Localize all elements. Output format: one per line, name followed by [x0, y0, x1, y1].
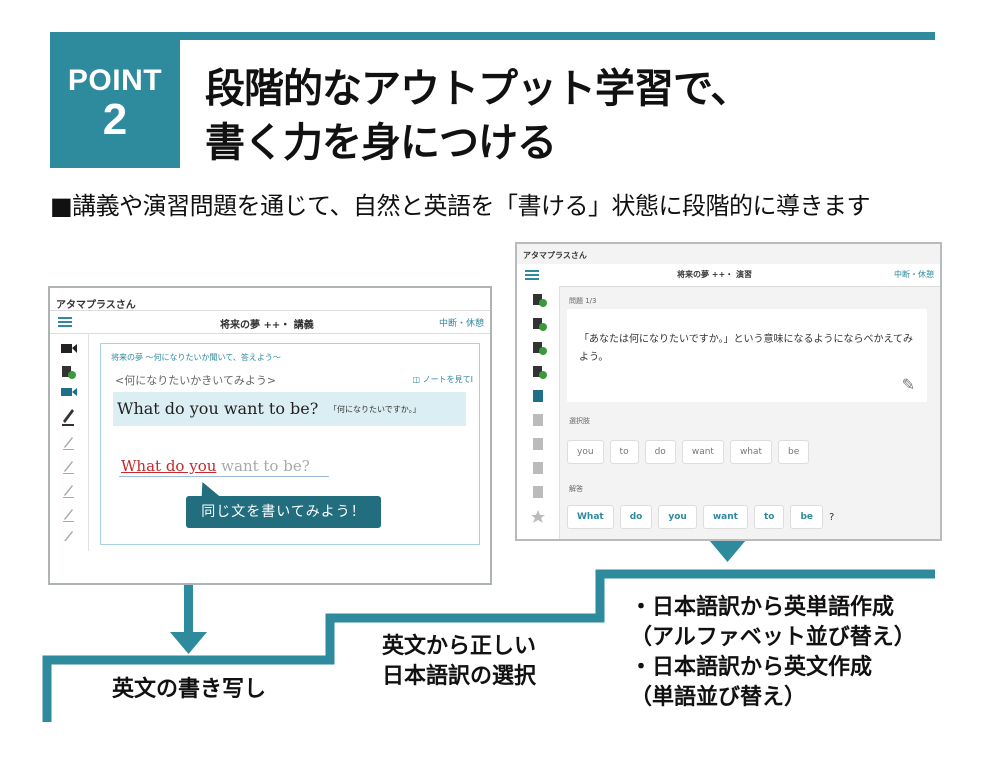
answer-chip[interactable]: to: [753, 505, 785, 529]
menu-icon[interactable]: [525, 270, 539, 280]
doc-check-icon: [62, 366, 71, 377]
step3-line-2: （アルファベット並び替え）: [630, 625, 916, 650]
answer-chip[interactable]: do: [619, 505, 653, 529]
video-active-icon: [61, 388, 72, 396]
choice-chip[interactable]: to: [609, 440, 639, 464]
step2-line-1: 英文から正しい: [382, 634, 537, 659]
side-toolbar: [50, 333, 89, 551]
video-icon: [61, 344, 72, 353]
point-number: 2: [102, 95, 128, 144]
prompt-text: <何になりたいかきいてみよう>: [115, 374, 277, 387]
arrow-head: [170, 632, 207, 654]
step2-line-2: 日本語訳の選択: [382, 664, 537, 689]
answer-chip[interactable]: What: [567, 505, 614, 529]
doc-check-icon: [533, 294, 542, 305]
down-arrow-left: [170, 578, 207, 654]
menu-icon[interactable]: [58, 317, 72, 327]
notes-button[interactable]: ◫ ノートを見てI: [412, 375, 473, 384]
stair-line: [42, 569, 935, 722]
edit-icon[interactable]: ✎: [901, 375, 915, 394]
user-name: アタマプラスさん: [56, 300, 136, 311]
choice-chip[interactable]: do: [644, 440, 676, 464]
choice-chips: you to do want what be: [567, 440, 810, 464]
arrow-head: [709, 540, 746, 562]
lecture-panel: 将来の夢 〜何になりたいか聞いて、答えよう〜 <何になりたいかきいてみよう> ◫…: [100, 343, 480, 545]
step1-label: 英文の書き写し: [112, 677, 267, 702]
answer-chip[interactable]: be: [790, 505, 823, 529]
point-word: POINT: [67, 64, 163, 97]
question-card: 「あなたは何になりたいですか。」という意味になるようにならべかえてみよう。 ✎: [567, 309, 927, 402]
question-label: 問題 1/3: [569, 297, 597, 305]
pencil-icon: [63, 409, 74, 423]
writing-line: [119, 476, 329, 477]
pause-link[interactable]: 中断・休憩: [894, 270, 934, 279]
side-icons: [61, 344, 77, 541]
answer-end-mark: ?: [828, 511, 835, 523]
page-title: 段階的なアウトプット学習で、 書く力を身につける: [205, 62, 750, 170]
point-badge: POINT 2: [50, 32, 180, 168]
answer-chip[interactable]: you: [658, 505, 697, 529]
model-sentence-box: What do you want to be? 「何になりたいですか。」: [113, 392, 466, 426]
choice-chip[interactable]: be: [778, 440, 810, 464]
pencil-icon-dim: [64, 437, 73, 448]
page-subtitle: ■講義や演習問題を通じて、自然と英語を「書ける」状態に段階的に導きます: [50, 192, 870, 220]
guide-text: want to be?: [216, 457, 310, 475]
doc-icon: [533, 414, 543, 426]
side-icons: [531, 294, 547, 523]
step2-label: 英文から正しい 日本語訳の選択: [382, 632, 536, 692]
choice-chip[interactable]: you: [567, 440, 604, 464]
user-name: アタマプラスさん: [523, 251, 587, 260]
english-sentence: What do you want to be?: [117, 399, 319, 418]
choices-label: 選択肢: [569, 417, 590, 425]
app-header: 将来の夢 ++・ 講義 中断・休憩: [50, 310, 490, 334]
traced-text: What do you: [121, 457, 217, 475]
side-toolbar: [517, 286, 560, 539]
title-line-2: 書く力を身につける: [205, 120, 557, 166]
lecture-screenshot: アタマプラスさん 将来の夢 ++・ 講義 中断・休憩 将来の夢 〜何になりたいか…: [48, 286, 492, 585]
answer-chip[interactable]: want: [702, 505, 748, 529]
step3-line-3: ・日本語訳から英文作成: [630, 655, 873, 680]
instruction-callout: 同じ文を書いてみよう！: [186, 496, 381, 528]
pause-link[interactable]: 中断・休憩: [438, 319, 484, 329]
step3-line-4: （単語並び替え）: [630, 685, 807, 710]
doc-active-icon: [533, 390, 543, 402]
star-icon: [531, 510, 545, 523]
japanese-translation: 「何になりたいですか。」: [329, 405, 421, 414]
choice-chip[interactable]: want: [681, 440, 724, 464]
answer-label: 解答: [569, 485, 583, 493]
lesson-title: 将来の夢 〜何になりたいか聞いて、答えよう〜: [111, 353, 281, 362]
exercise-screenshot: アタマプラスさん 将来の夢 ++・ 演習 中断・休憩 問題 1/3 「あなたは何…: [515, 242, 942, 541]
lesson-header-title: 将来の夢 ++・ 講義: [220, 320, 314, 331]
answer-chips: What do you want to be ?: [567, 505, 834, 529]
question-text: 「あなたは何になりたいですか。」という意味になるようにならべかえてみよう。: [579, 334, 913, 363]
header-rule: [50, 32, 935, 40]
writing-area[interactable]: What do you want to be?: [121, 457, 310, 475]
choice-chip[interactable]: what: [729, 440, 773, 464]
title-line-1: 段階的なアウトプット学習で、: [205, 66, 750, 112]
exercise-header-title: 将来の夢 ++・ 演習: [677, 270, 752, 279]
arrow-shaft: [184, 578, 193, 634]
app-header: 将来の夢 ++・ 演習 中断・休憩: [517, 264, 940, 287]
step3-label: ・日本語訳から英単語作成 （アルファベット並び替え） ・日本語訳から英文作成 （…: [630, 593, 916, 713]
step3-line-1: ・日本語訳から英単語作成: [630, 595, 895, 620]
